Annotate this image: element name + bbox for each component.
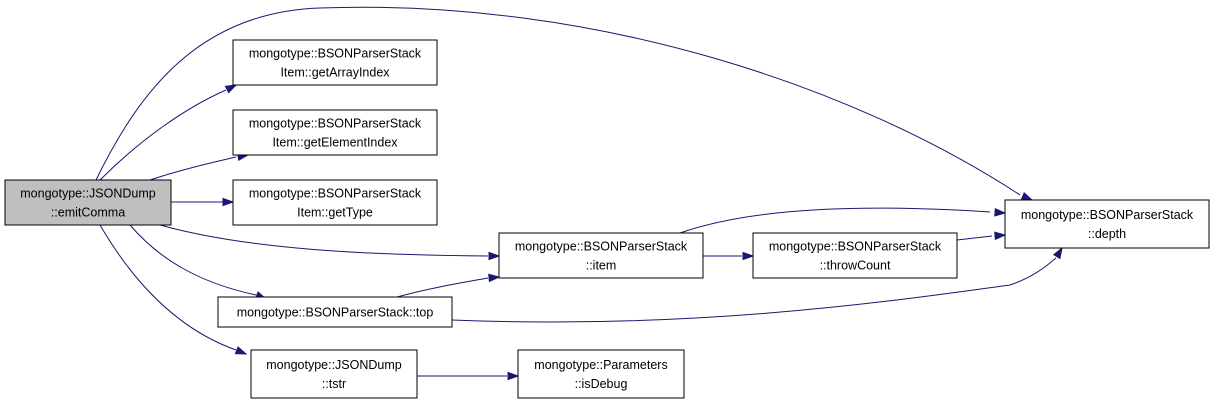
edge-top-to-depth: [451, 246, 1063, 323]
node-label-line: mongotype::BSONParserStack: [249, 47, 422, 61]
edge-line: [149, 156, 237, 181]
edge-line: [396, 277, 489, 298]
edge-emitComma-to-top: [129, 224, 268, 300]
node-item[interactable]: mongotype::BSONParserStack::item: [498, 232, 704, 279]
node-getElementIndex[interactable]: mongotype::BSONParserStackItem::getEleme…: [232, 109, 438, 156]
node-box: [250, 349, 418, 399]
node-label-line: ::isDebug: [575, 377, 628, 391]
node-isDebug[interactable]: mongotype::Parameters::isDebug: [517, 349, 685, 399]
node-label-line: mongotype::BSONParserStack: [769, 240, 942, 254]
edge-line: [129, 224, 257, 296]
edge-throwCount-to-depth: [956, 231, 1007, 241]
edge-line: [99, 224, 237, 351]
edge-emitComma-to-getType: [171, 197, 235, 207]
node-box: [217, 296, 453, 328]
arrowhead-icon: [224, 84, 238, 94]
edge-line: [956, 235, 993, 241]
edge-tstr-to-isDebug: [417, 371, 520, 381]
node-label-line: ::depth: [1088, 227, 1126, 241]
node-label-line: mongotype::BSONParserStack: [515, 240, 688, 254]
node-tstr[interactable]: mongotype::JSONDump::tstr: [250, 349, 418, 399]
node-label-line: mongotype::JSONDump: [266, 358, 402, 372]
node-getArrayIndex[interactable]: mongotype::BSONParserStackItem::getArray…: [232, 39, 438, 86]
node-label-line: mongotype::BSONParserStack: [249, 187, 422, 201]
arrowhead-icon: [1020, 191, 1034, 201]
node-top[interactable]: mongotype::BSONParserStack::top: [217, 296, 453, 328]
edge-emitComma-to-getElementIndex: [149, 152, 250, 181]
edge-item-to-depth: [679, 207, 1007, 234]
node-label-line: ::item: [586, 259, 617, 273]
arrowhead-icon: [488, 273, 501, 283]
node-box: [232, 39, 438, 86]
edge-line: [99, 89, 227, 181]
node-label-line: mongotype::BSONParserStack: [1021, 208, 1194, 222]
node-box: [232, 179, 438, 226]
edge-top-to-item: [396, 273, 501, 298]
edge-line: [679, 207, 991, 234]
node-label-line: Item::getElementIndex: [272, 136, 398, 150]
arrowhead-icon: [994, 231, 1007, 241]
node-label-line: Item::getArrayIndex: [280, 66, 390, 80]
edge-item-to-throwCount: [703, 251, 755, 261]
node-box: [232, 109, 438, 156]
node-throwCount[interactable]: mongotype::BSONParserStack::throwCount: [752, 232, 958, 279]
node-box: [517, 349, 685, 399]
node-label-line: mongotype::BSONParserStack::top: [237, 306, 434, 320]
edge-emitComma-to-item: [159, 224, 501, 261]
edge-line: [159, 224, 489, 257]
arrowhead-icon: [488, 251, 501, 261]
node-box: [1004, 199, 1210, 249]
node-label-line: ::emitComma: [51, 206, 125, 220]
arrowhead-icon: [1052, 246, 1063, 260]
edges-layer: [95, 6, 1063, 381]
node-box: [4, 179, 172, 226]
node-label-line: Item::getType: [297, 206, 373, 220]
edge-emitComma-to-depth: [95, 6, 1034, 201]
edge-line: [451, 257, 1057, 323]
node-emitComma[interactable]: mongotype::JSONDump::emitComma: [4, 179, 172, 226]
arrowhead-icon: [507, 371, 520, 381]
arrowhead-icon: [742, 251, 755, 261]
arrowhead-icon: [994, 207, 1007, 217]
node-label-line: ::tstr: [322, 377, 346, 391]
node-label-line: ::throwCount: [820, 259, 891, 273]
nodes-layer: mongotype::JSONDump::emitCommamongotype:…: [4, 39, 1210, 399]
node-box: [752, 232, 958, 279]
node-label-line: mongotype::Parameters: [534, 358, 667, 372]
edge-emitComma-to-getArrayIndex: [99, 84, 238, 181]
node-box: [498, 232, 704, 279]
edge-emitComma-to-tstr: [99, 224, 248, 355]
node-label-line: mongotype::JSONDump: [20, 187, 156, 201]
arrowhead-icon: [234, 346, 248, 355]
node-depth[interactable]: mongotype::BSONParserStack::depth: [1004, 199, 1210, 249]
node-label-line: mongotype::BSONParserStack: [249, 117, 422, 131]
arrowhead-icon: [222, 197, 235, 207]
edge-line: [95, 6, 1021, 196]
